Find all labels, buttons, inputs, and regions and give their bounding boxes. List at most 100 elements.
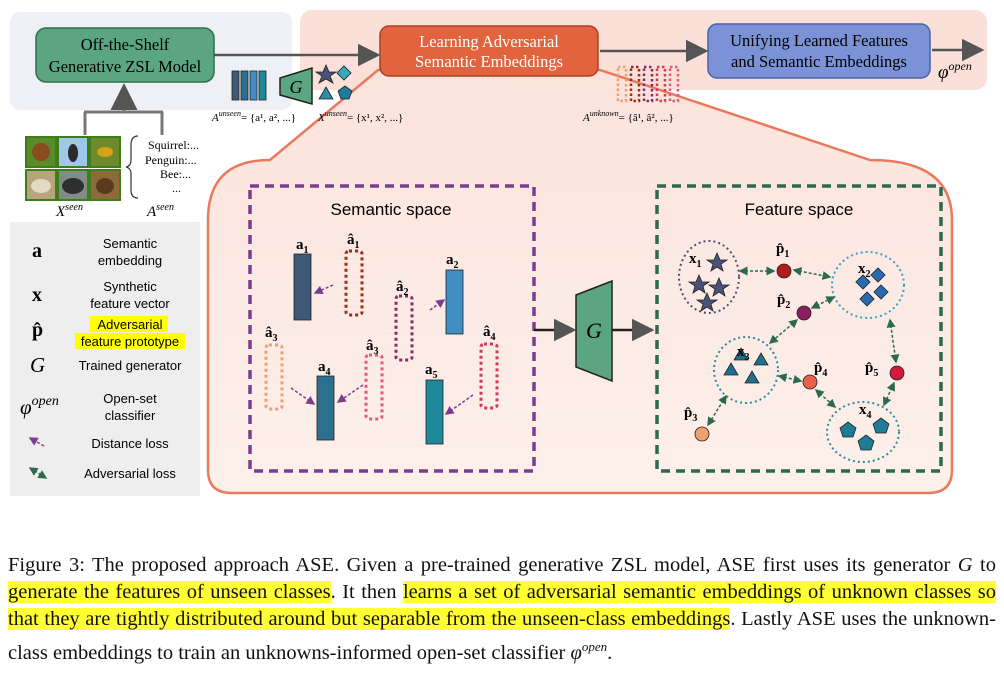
seen-class-name: ... [172, 181, 181, 195]
caption-highlight: generate the features of unseen classes [8, 581, 331, 603]
learning-label-2: Semantic Embeddings [415, 52, 563, 71]
distance-loss-arrow-icon [28, 437, 45, 447]
a-unseen-label: Aunseen= {a¹, a², ...} [211, 109, 296, 124]
unifying-label-1: Unifying Learned Features [730, 31, 908, 50]
caption-text: to [972, 554, 997, 576]
label-ahat4: â3 [366, 338, 379, 357]
legend-text: Trained generator [79, 358, 183, 373]
unknown-embeddings-icon [616, 65, 680, 103]
figure-diagram: Off-the-Shelf Generative ZSL Model Learn… [10, 10, 987, 496]
label-a1: a1 [296, 237, 309, 256]
a-unknown-label: Aunknown= {â¹, â², ...} [582, 109, 674, 124]
adv-embedding-a2 [394, 294, 414, 362]
semantic-embeddings [264, 249, 499, 445]
caption-phi-symbol: φ [570, 641, 582, 664]
label-p4: p̂4 [814, 360, 827, 379]
legend-text: Open-set [103, 391, 157, 406]
unseen-embeddings-icon [231, 70, 267, 101]
zoom-funnel [206, 68, 954, 495]
label-ahat3: â3 [265, 325, 278, 344]
legend-highlight [90, 316, 168, 332]
adv-embedding-a4 [364, 353, 384, 421]
feature-space-box [655, 184, 943, 473]
seen-class-name: Bee:... [160, 167, 191, 181]
seen-class-name: Penguin:... [145, 153, 197, 167]
label-a2: a2 [446, 252, 459, 271]
figure-caption: Figure 3: The proposed approach ASE. Giv… [8, 552, 996, 667]
label-a3: a4 [318, 359, 331, 378]
caption-generator-symbol: G [957, 554, 973, 576]
legend-panel-bg [10, 222, 200, 496]
unseen-features-icon [314, 63, 353, 100]
prototype-p2 [796, 305, 812, 321]
embedding-a2 [445, 269, 464, 335]
label-x2: x2 [858, 261, 871, 280]
embedding-a1 [293, 253, 312, 321]
prototype-p4 [802, 374, 818, 390]
caption-text: . It then [330, 581, 403, 603]
feature-space-title: Feature space [745, 200, 854, 219]
legend-symbol: φopen [20, 394, 59, 419]
embedding-a3 [316, 375, 335, 441]
prototype-p3 [694, 426, 710, 442]
legend-text: classifier [105, 408, 156, 423]
cluster-x2 [831, 251, 905, 319]
legend-text: feature prototype [81, 334, 179, 349]
label-ahat5: â4 [483, 324, 496, 343]
adv-embedding-a1 [344, 249, 364, 317]
label-x4: x4 [859, 402, 872, 421]
adversarial-loss-arrows [707, 266, 900, 427]
caption-text: Figure 3: The proposed approach ASE. Giv… [8, 554, 958, 576]
generator-icon [575, 279, 613, 383]
cluster-x1 [678, 240, 740, 314]
semantic-labels: a1 â1 â2 a2 â3 â3 a4 â4 a5 [265, 232, 496, 381]
label-x1: x1 [689, 251, 702, 270]
legend-text: Semantic [103, 236, 158, 251]
legend-text: Synthetic [103, 279, 157, 294]
embedding-a4 [425, 379, 444, 445]
legend-text: Adversarial [97, 317, 162, 332]
unifying-label-2: and Semantic Embeddings [731, 52, 907, 71]
prototype-p5 [889, 365, 905, 381]
legend-text: feature vector [90, 296, 170, 311]
label-a4: a5 [425, 362, 438, 381]
legend-symbol: x [32, 284, 42, 306]
semantic-space-box [248, 184, 536, 473]
adv-embedding-a5 [479, 342, 499, 410]
prototype-p1 [776, 263, 792, 279]
legend-symbol: a [32, 240, 42, 262]
feature-points [687, 251, 890, 451]
seen-class-name: Squirrel:... [148, 138, 199, 152]
caption-text: . [607, 641, 613, 664]
zsl-model-label-1: Off-the-Shelf [81, 35, 170, 54]
feature-clusters [678, 240, 905, 463]
legend-symbol: p̂ [32, 319, 43, 341]
label-p1: p̂1 [776, 241, 789, 260]
semantic-space-title: Semantic space [331, 200, 452, 219]
learning-label-1: Learning Adversarial [419, 32, 559, 51]
label-p3: p̂3 [684, 405, 697, 424]
label-p2: p̂2 [777, 292, 790, 311]
caption-phi-sup: open [581, 639, 608, 654]
generator-icon-label: G [586, 318, 602, 343]
caption-text: . Lastly ASE uses the unknown-class embe… [8, 608, 996, 664]
legend-text: Distance loss [91, 436, 169, 451]
adv-embedding-a3 [264, 343, 284, 411]
label-ahat2: â2 [396, 279, 409, 298]
feature-prototypes [694, 263, 905, 442]
x-unseen-label: Xunseen= {x¹, x², ...} [317, 109, 403, 124]
adversarial-loss-arrow-icon [28, 467, 48, 479]
x-seen-label: Xseen [55, 202, 83, 220]
generator-icon-small [279, 66, 313, 105]
seen-image-grid [25, 136, 121, 201]
legend-highlight [75, 333, 185, 349]
cluster-x3 [713, 336, 779, 404]
cluster-x4 [826, 401, 900, 463]
feature-labels: x1 p̂1 x2 p̂2 x3 p̂4 p̂5 p̂3 x4 [684, 241, 878, 424]
legend-symbol: G [30, 353, 45, 377]
phi-open-symbol: φopen [938, 59, 972, 83]
legend-text: Adversarial loss [84, 466, 176, 481]
legend-text: embedding [98, 253, 162, 268]
a-seen-label: Aseen [146, 202, 174, 220]
label-p5: p̂5 [865, 360, 878, 379]
